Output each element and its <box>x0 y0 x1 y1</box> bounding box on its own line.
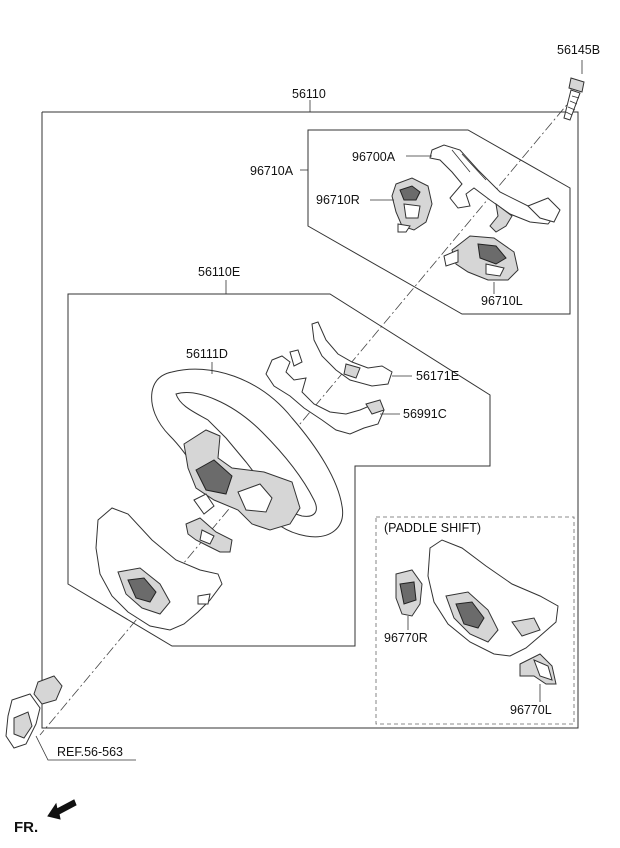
front-arrow-icon <box>47 799 77 820</box>
assembly-frame <box>41 111 579 729</box>
label-reference: REF.56-563 <box>57 745 123 759</box>
label-96770L: 96770L <box>510 703 552 717</box>
remote-group-frame <box>307 129 571 315</box>
label-56110E: 56110E <box>198 265 240 279</box>
steering-column-drawing <box>5 675 63 749</box>
wheel-group-frame <box>67 293 491 647</box>
switch-right-drawing <box>391 177 433 233</box>
steering-wheel-drawing <box>151 368 344 538</box>
label-96770R: 96770R <box>384 631 428 645</box>
label-96700A: 96700A <box>352 150 396 164</box>
center-axis-line <box>39 94 576 736</box>
paddle-shift-frame <box>375 516 575 725</box>
label-96710A: 96710A <box>250 164 294 178</box>
label-56171E: 56171E <box>416 369 459 383</box>
switch-left-drawing <box>443 235 519 281</box>
label-56110: 56110 <box>292 87 326 101</box>
harness-upper-drawing <box>311 321 393 387</box>
paddle-left-drawing <box>519 653 557 685</box>
lower-cover-drawing <box>95 507 223 631</box>
bracket-drawing <box>429 144 561 233</box>
label-56991C: 56991C <box>403 407 447 421</box>
bolt-drawing <box>563 77 585 121</box>
paddle-right-drawing <box>395 569 423 617</box>
label-96710R: 96710R <box>316 193 360 207</box>
paddle-cover-drawing <box>427 539 559 657</box>
harness-lower-drawing <box>265 349 385 435</box>
label-96710L: 96710L <box>481 294 523 308</box>
label-paddle-shift: (PADDLE SHIFT) <box>384 521 481 535</box>
label-56145B: 56145B <box>557 43 600 57</box>
clip-bracket-drawing <box>185 517 233 553</box>
front-marker-label: FR. <box>14 819 38 836</box>
label-56111D: 56111D <box>186 347 228 361</box>
